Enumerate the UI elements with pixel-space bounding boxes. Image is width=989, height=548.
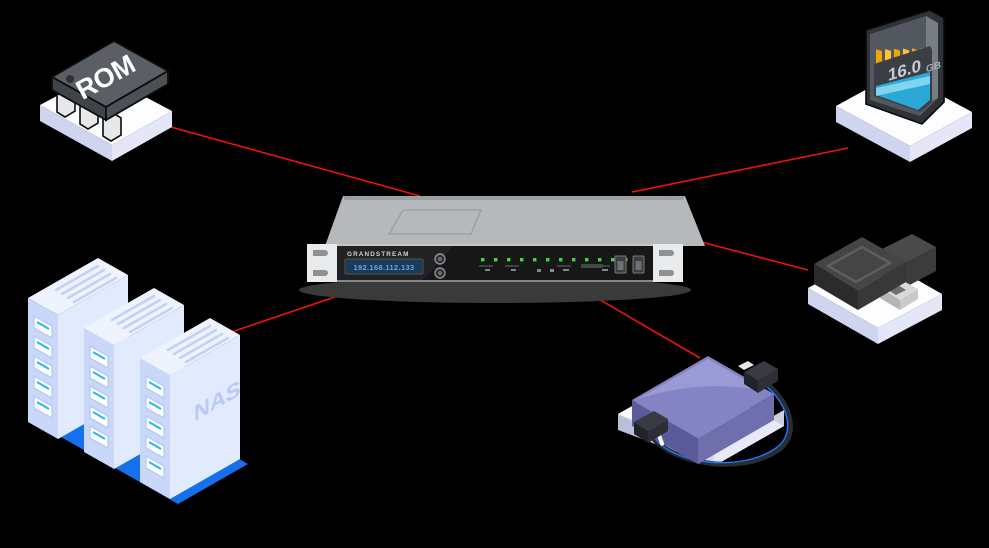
node-usb-flash-drive[interactable] [800, 228, 975, 344]
node-rom-chip[interactable]: ROM [22, 33, 192, 163]
connection-line-usb-flash-drive [685, 237, 809, 271]
appliance-sd-slot[interactable] [581, 264, 603, 268]
appliance-lcd-screen[interactable]: 192.168.112.133 [344, 258, 424, 275]
node-sd-card[interactable]: 16.0 GB [826, 6, 986, 162]
node-external-hdd[interactable] [612, 338, 817, 483]
hdd-plug-near [634, 411, 668, 443]
rom-chip-body: ROM [50, 39, 170, 122]
appliance-buttons[interactable] [434, 253, 446, 279]
appliance-led-indicators [479, 258, 628, 272]
node-nas-array[interactable]: NAS [6, 258, 261, 522]
appliance-top-panel [325, 196, 705, 246]
appliance-usb-ports[interactable] [614, 255, 645, 274]
hdd-plug-far [738, 361, 778, 393]
connection-line-sd-card [631, 147, 849, 193]
hdd-cable-highlight [653, 384, 789, 464]
appliance-lcd-value: 192.168.112.133 [353, 263, 414, 272]
appliance-brand-label: GRANDSTREAM [347, 251, 410, 258]
usb-body [814, 237, 906, 310]
sd-card-body: 16.0 GB [865, 9, 945, 125]
connection-line-rom-chip [159, 123, 421, 197]
nas-rack-front: NAS [140, 318, 240, 499]
appliance-rack-ear-left [307, 244, 337, 282]
sd-card-capacity-unit: GB [926, 60, 941, 75]
appliance-rack-ear-right [653, 244, 683, 282]
node-rack-appliance[interactable]: GRANDSTREAM 192.168.112.133 [285, 190, 705, 305]
appliance-shadow [299, 277, 691, 303]
